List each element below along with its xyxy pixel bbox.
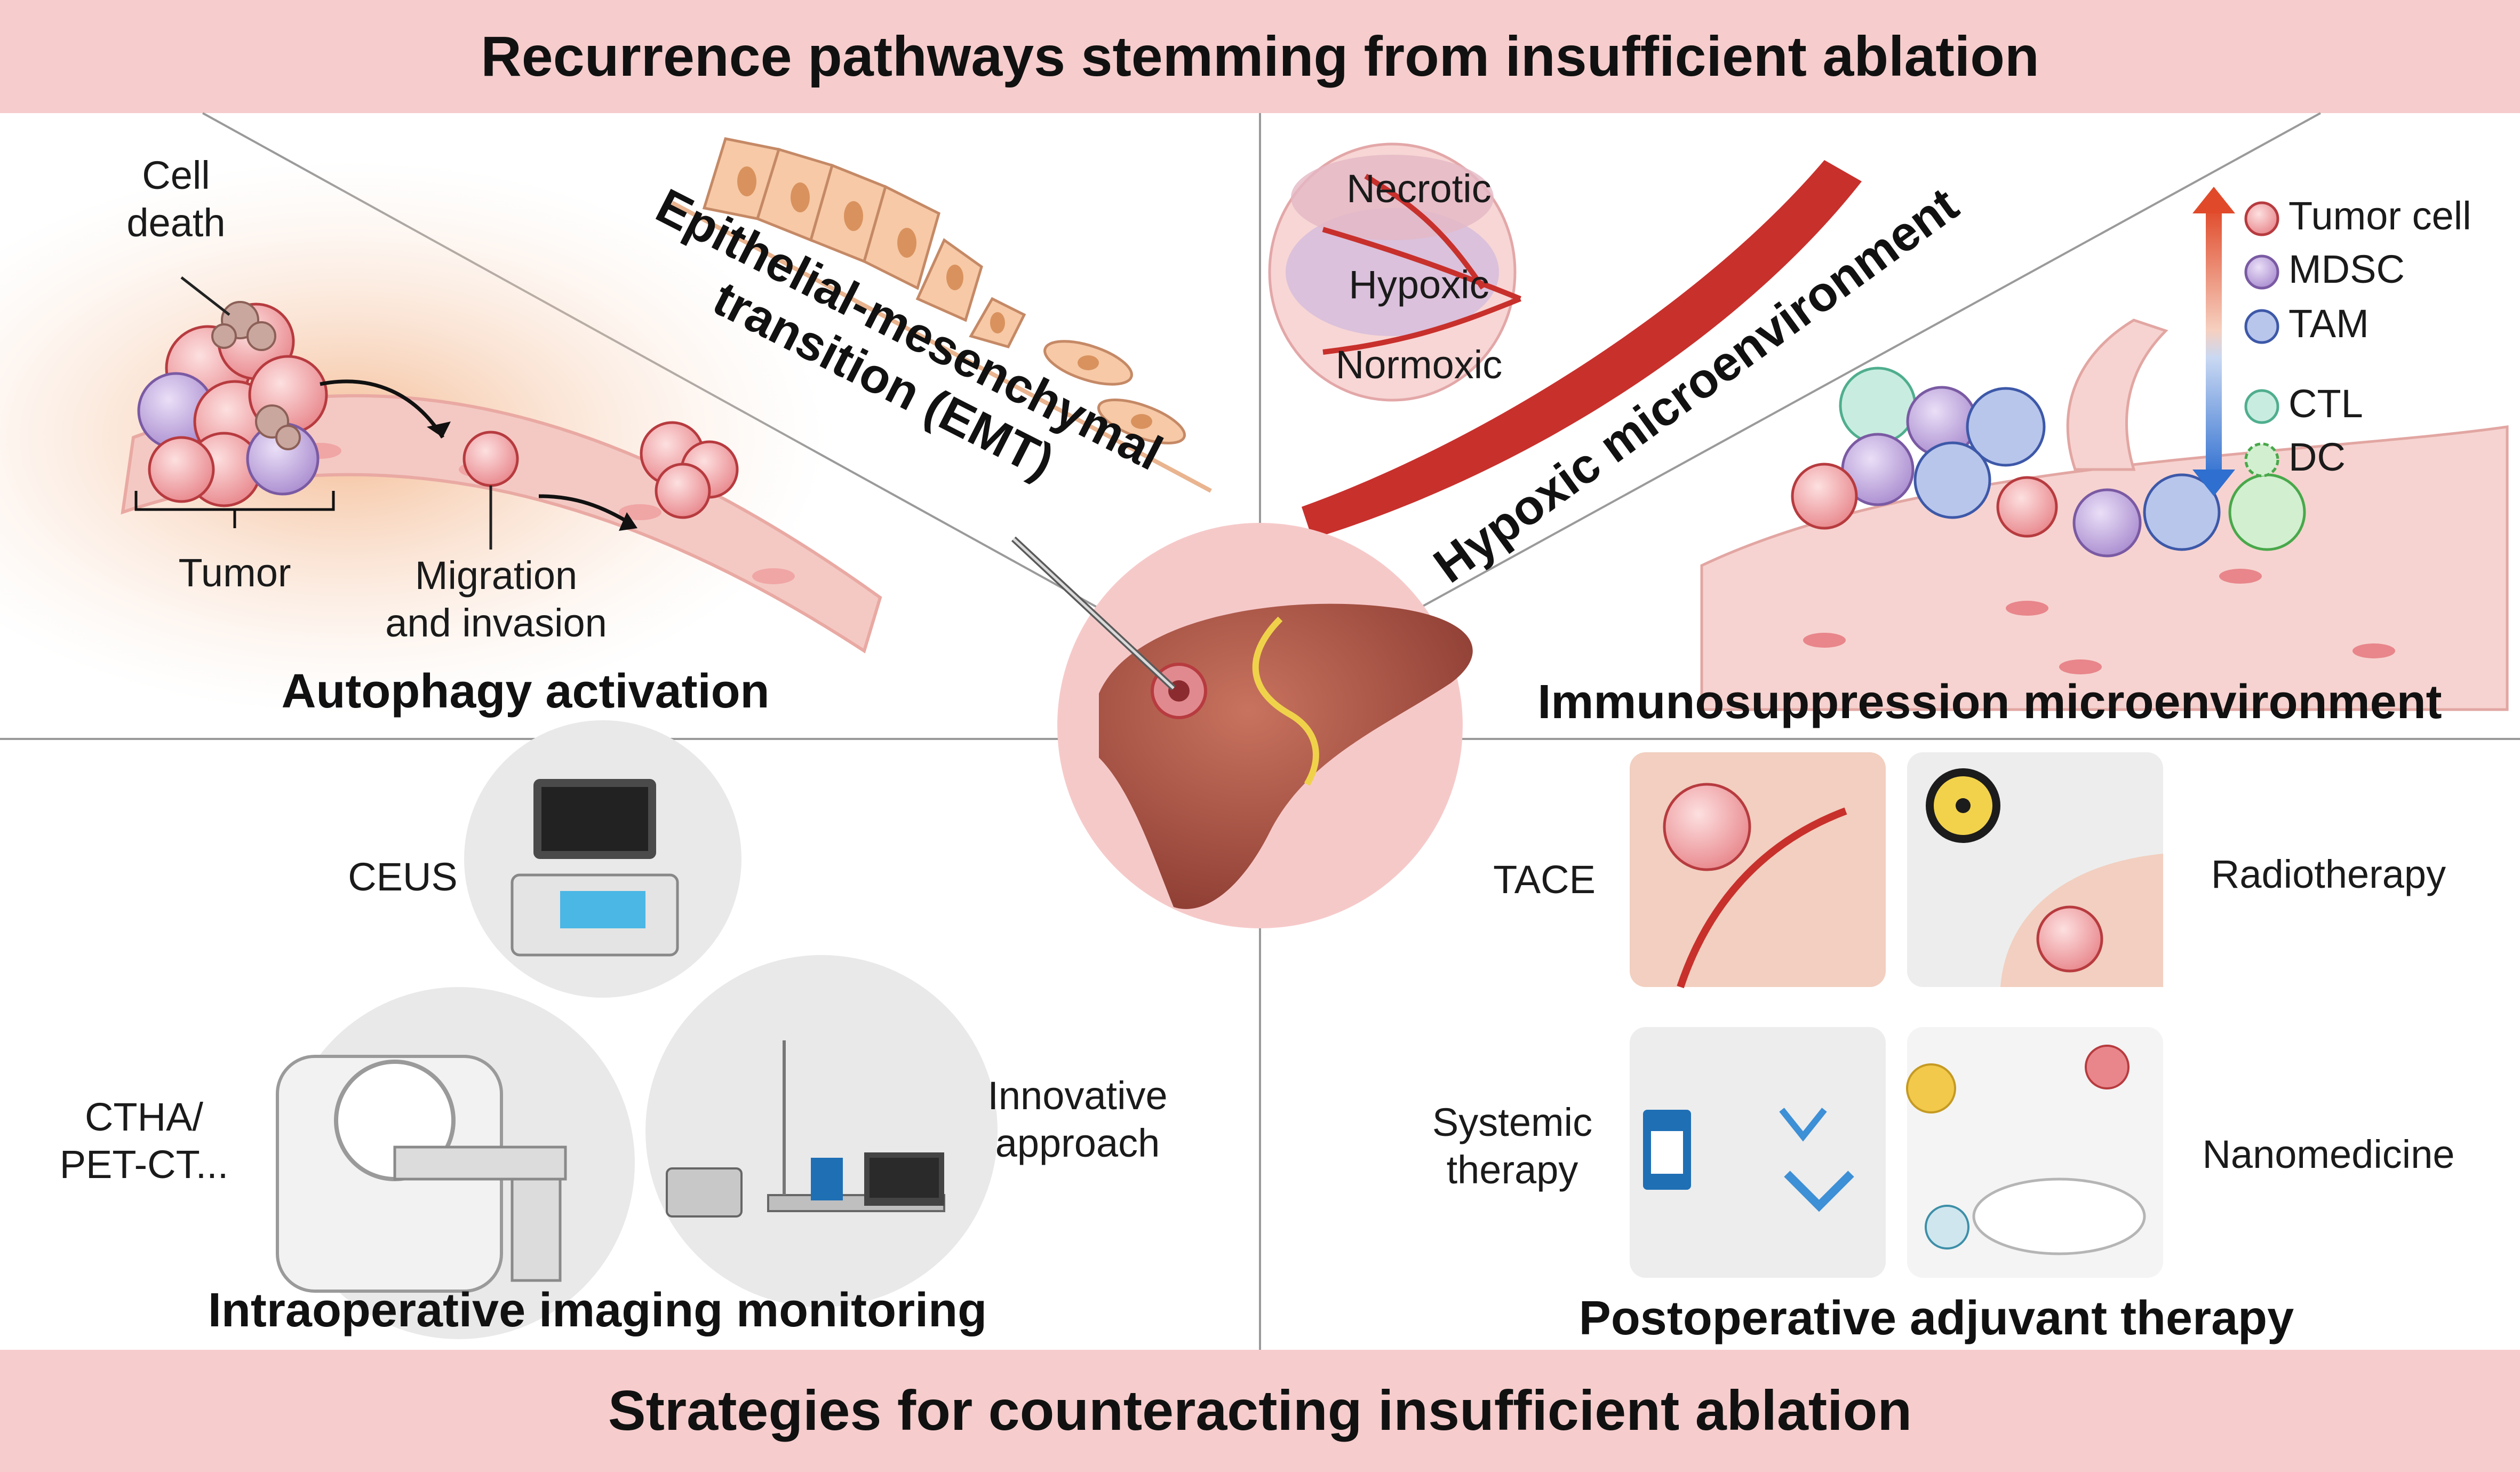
immune-legend: [2192, 187, 2279, 496]
nanomedicine-label: Nanomedicine: [2202, 1132, 2455, 1176]
autophagy-heading: Autophagy activation: [281, 665, 770, 718]
tumor-label: Tumor: [178, 551, 291, 595]
legend-tam: TAM: [2288, 301, 2369, 346]
immuno-heading: Immunosuppression microenvironment: [1537, 675, 2442, 729]
systemic-label: Systemic therapy: [1432, 1100, 1593, 1192]
liver-center: [1011, 523, 1473, 928]
zone-hypoxic-label: Hypoxic: [1349, 262, 1489, 307]
migration-label: Migration and invasion: [385, 553, 607, 645]
zone-necrotic-label: Necrotic: [1346, 166, 1492, 211]
legend-mdsc: MDSC: [2288, 247, 2405, 291]
adjuvant-heading: Postoperative adjuvant therapy: [1578, 1292, 2294, 1345]
autophagy-illustration: [0, 160, 882, 715]
zone-normoxic-label: Normoxic: [1335, 343, 1503, 387]
radiotherapy-label: Radiotherapy: [2211, 852, 2446, 896]
legend-dc: DC: [2288, 435, 2346, 479]
legend-tumor-cell: Tumor cell: [2288, 194, 2471, 238]
imaging-illustration: [276, 720, 998, 1339]
hypoxic-illustration: [1268, 142, 1862, 539]
tace-label: TACE: [1493, 857, 1596, 902]
adjuvant-illustration: [1630, 752, 2163, 1278]
bottom-banner-title: Strategies for counteracting insufficien…: [0, 1350, 2520, 1472]
ceus-label: CEUS: [348, 855, 458, 899]
emt-illustration: [671, 137, 1212, 493]
top-banner-title: Recurrence pathways stemming from insuff…: [0, 0, 2520, 113]
innovative-label: Innovative approach: [987, 1073, 1168, 1165]
ctha-label: CTHA/ PET-CT...: [59, 1095, 229, 1187]
immuno-illustration: [1700, 319, 2509, 711]
imaging-heading: Intraoperative imaging monitoring: [208, 1284, 987, 1337]
legend-ctl: CTL: [2288, 381, 2363, 426]
cell-death-label: Cell death: [126, 153, 226, 245]
